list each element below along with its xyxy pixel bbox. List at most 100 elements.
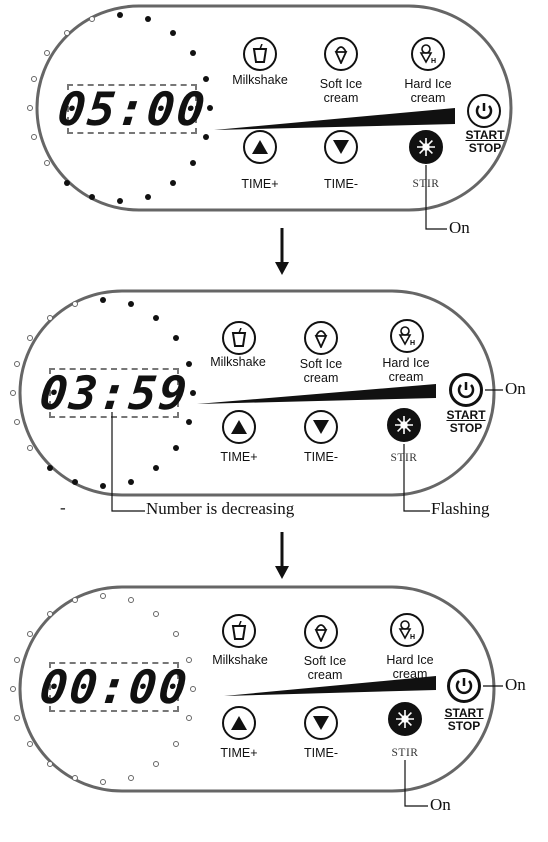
- time-plus-label-2: TIME+: [220, 450, 258, 464]
- hard-ice-cream-button-2[interactable]: H: [390, 319, 424, 353]
- stir-button-1[interactable]: [409, 130, 443, 164]
- milkshake-icon: [252, 44, 268, 63]
- timer-indicator-dot: [190, 390, 197, 396]
- hard-ice-cream-button-1[interactable]: H: [411, 37, 445, 71]
- soft-ice-cream-icon: [334, 46, 348, 64]
- milkshake-button-3[interactable]: [222, 614, 256, 648]
- power-button-3[interactable]: [447, 669, 481, 703]
- power-icon: [457, 382, 475, 399]
- timer-indicator-dot: [190, 50, 196, 57]
- timer-indicator-dot: [26, 631, 33, 638]
- timer-indicator-dot: [31, 76, 38, 83]
- annotation-number-decreasing: Number is decreasing: [146, 499, 295, 518]
- svg-text:H: H: [410, 634, 415, 640]
- stir-button-3[interactable]: [388, 702, 422, 736]
- stir-button-2[interactable]: [387, 408, 421, 442]
- soft-ice-cream-button-1[interactable]: [324, 37, 358, 71]
- time-plus-label-1: TIME+: [241, 177, 279, 191]
- timer-indicator-dot: [127, 478, 134, 485]
- time-display-1: 05:00: [54, 82, 210, 136]
- time-plus-button-3[interactable]: [222, 706, 256, 740]
- time-display-2: 03:59: [36, 366, 192, 420]
- timer-indicator-dot: [144, 16, 151, 23]
- timer-indicator-dot: [46, 465, 53, 472]
- timer-indicator-dot: [127, 301, 134, 308]
- milkshake-icon: [231, 621, 247, 640]
- time-plus-button-2[interactable]: [222, 410, 256, 444]
- timer-indicator-dot: [185, 714, 192, 721]
- timer-indicator-dot: [100, 592, 106, 599]
- stir-icon: [395, 416, 413, 434]
- time-minus-label-2: TIME-: [303, 450, 339, 464]
- stir-icon: [417, 138, 435, 156]
- timer-indicator-dot: [117, 198, 123, 205]
- annotation-stir-flashing: Flashing: [431, 499, 490, 518]
- time-minus-button-2[interactable]: [304, 410, 338, 444]
- timer-indicator-dot: [26, 740, 33, 747]
- timer-indicator-dot: [63, 29, 70, 36]
- down-arrow-icon: [313, 420, 329, 434]
- timer-indicator-dot: [173, 335, 179, 342]
- timer-indicator-dot: [185, 418, 192, 425]
- timer-indicator-dot: [89, 193, 96, 200]
- milkshake-label-1: Milkshake: [232, 73, 288, 87]
- timer-indicator-dot: [173, 444, 179, 451]
- up-arrow-icon: [231, 716, 247, 730]
- timer-indicator-dot: [202, 76, 209, 83]
- timer-indicator-dot: [14, 657, 21, 664]
- timer-indicator-dot: [144, 193, 151, 200]
- annotation-start-on-2: On: [505, 379, 526, 398]
- timer-indicator-dot: [170, 29, 177, 36]
- time-display-3: 00:00: [36, 660, 192, 714]
- annotation-stir-on-1: On: [449, 218, 470, 237]
- timer-indicator-dot: [72, 774, 79, 781]
- timer-indicator-dot: [190, 159, 196, 166]
- soft-ice-cream-button-3[interactable]: [304, 615, 338, 649]
- power-button-1[interactable]: [467, 94, 501, 128]
- timer-indicator-dot: [9, 686, 16, 692]
- timer-indicator-dot: [43, 159, 50, 166]
- stir-label-3: STIR: [391, 747, 419, 759]
- hard-ice-cream-button-3[interactable]: H: [390, 613, 424, 647]
- timer-indicator-dot: [117, 11, 123, 18]
- time-plus-label-3: TIME+: [220, 746, 258, 760]
- timer-indicator-dot: [26, 444, 33, 451]
- timer-indicator-dot: [46, 610, 53, 617]
- timer-indicator-dot: [190, 686, 197, 692]
- timer-indicator-dot: [63, 180, 70, 187]
- time-minus-label-1: TIME-: [323, 177, 359, 191]
- power-icon: [475, 103, 493, 120]
- time-minus-button-1[interactable]: [324, 130, 358, 164]
- timer-indicator-dot: [185, 361, 192, 368]
- down-arrow-icon: [333, 140, 349, 154]
- time-plus-button-1[interactable]: [243, 130, 277, 164]
- soft-ice-cream-button-2[interactable]: [304, 321, 338, 355]
- hard-ice-cream-icon: H: [398, 620, 415, 640]
- svg-text:H: H: [431, 58, 436, 64]
- timer-indicator-dot: [207, 105, 214, 111]
- timer-indicator-dot: [127, 774, 134, 781]
- soft-ice-cream-icon: [314, 624, 328, 642]
- up-arrow-icon: [231, 420, 247, 434]
- timer-indicator-dot: [26, 335, 33, 342]
- timer-indicator-dot: [173, 740, 179, 747]
- up-arrow-icon: [252, 140, 268, 154]
- power-icon: [455, 678, 473, 695]
- milkshake-button-1[interactable]: [243, 37, 277, 71]
- timer-indicator-dot: [170, 180, 177, 187]
- stir-icon: [396, 710, 414, 728]
- hard-ice-cream-icon: H: [419, 44, 436, 64]
- power-button-2[interactable]: [449, 373, 483, 407]
- hard-ice-cream-icon: H: [398, 326, 415, 346]
- timer-indicator-dot: [100, 779, 106, 786]
- annotation-stir-on-3: On: [430, 795, 451, 814]
- time-minus-button-3[interactable]: [304, 706, 338, 740]
- timer-indicator-dot: [46, 314, 53, 321]
- milkshake-button-2[interactable]: [222, 321, 256, 355]
- down-arrow-icon: [313, 716, 329, 730]
